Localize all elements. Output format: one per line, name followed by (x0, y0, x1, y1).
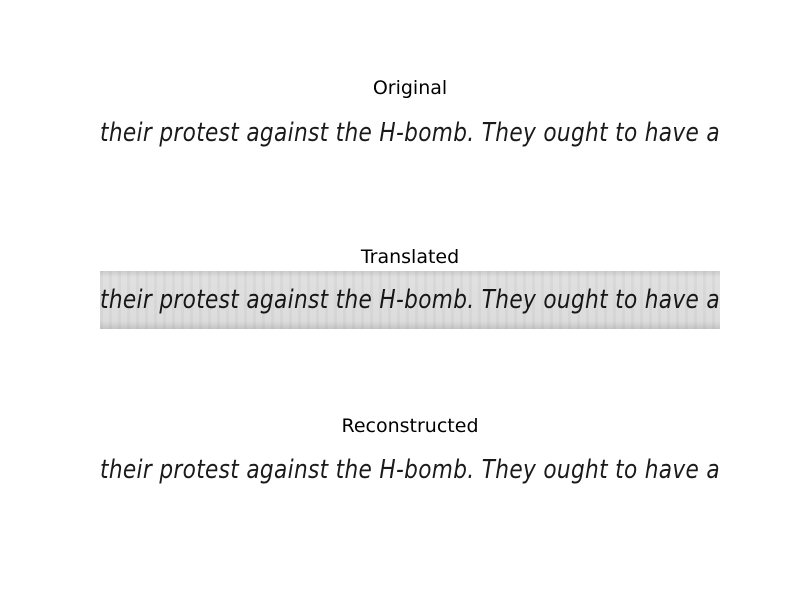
panel-title-reconstructed: Reconstructed (341, 415, 479, 437)
handwriting-image-translated: their protest against the H-bomb. They o… (100, 271, 720, 329)
handwriting-image-original: their protest against the H-bomb. They o… (100, 103, 720, 161)
handwriting-line-original: their protest against the H-bomb. They o… (100, 118, 720, 148)
panel-title-original: Original (372, 77, 448, 99)
handwriting-text-reconstructed: their protest against the H-bomb. They o… (100, 455, 720, 485)
handwriting-line-reconstructed: their protest against the H-bomb. They o… (100, 455, 720, 485)
handwriting-text-translated: their protest against the H-bomb. They o… (100, 285, 720, 315)
handwriting-image-reconstructed: their protest against the H-bomb. They o… (100, 440, 720, 498)
handwriting-line-translated: their protest against the H-bomb. They o… (100, 285, 720, 315)
handwriting-text-original: their protest against the H-bomb. They o… (100, 118, 720, 148)
panel-title-translated: Translated (360, 246, 460, 268)
